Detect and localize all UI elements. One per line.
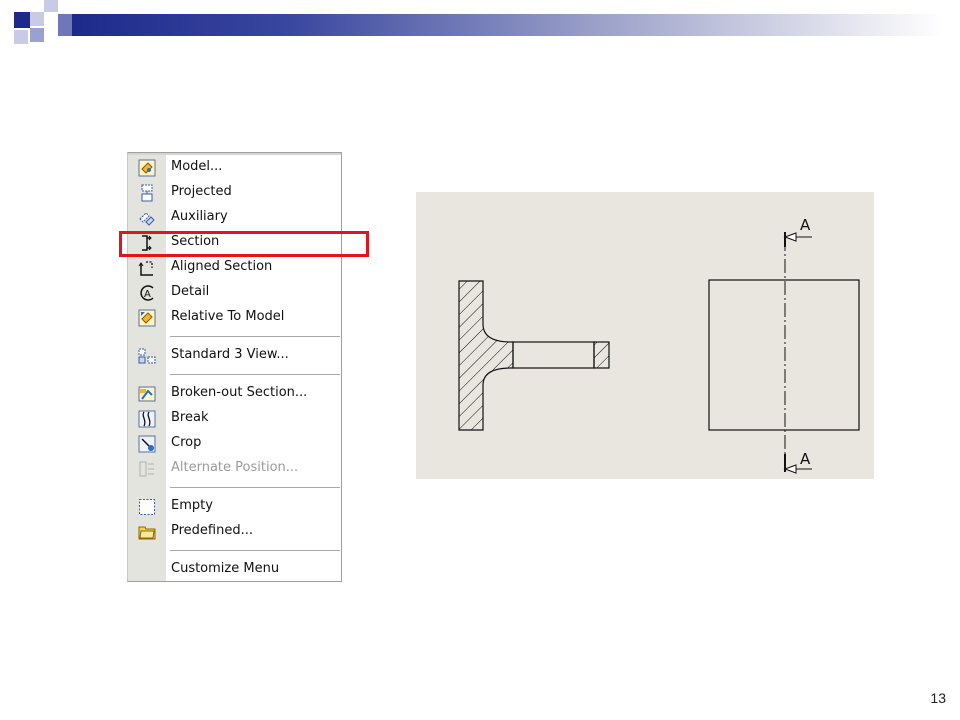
- menu-top-edge: [128, 153, 341, 155]
- menu-separator: [170, 550, 340, 554]
- section-view-drawing: A A: [416, 192, 874, 479]
- header-square-mid: [30, 28, 44, 42]
- menu-item-label: Section: [171, 234, 220, 249]
- header-square-light: [14, 30, 28, 44]
- menu-item-label: Detail: [171, 284, 210, 299]
- menu-item-label: Break: [171, 410, 209, 425]
- menu-item-standard-3-view[interactable]: Standard 3 View...: [128, 343, 341, 368]
- standard-3-view-icon: [138, 348, 156, 364]
- broken-out-section-icon: [138, 386, 156, 402]
- header-square-dark: [14, 12, 30, 28]
- aligned-section-icon: [138, 261, 153, 276]
- header-square-mid: [58, 14, 72, 36]
- menu-item-label: Projected: [171, 184, 232, 199]
- section-arrow-top: [783, 232, 812, 242]
- menu-item-label: Predefined...: [171, 523, 253, 538]
- auxiliary-view-icon: [139, 212, 155, 226]
- menu-item-label: Broken-out Section...: [171, 385, 308, 400]
- menu-item-label: Model...: [171, 159, 223, 174]
- menu-item-label: Customize Menu: [171, 561, 280, 576]
- empty-view-icon: [139, 499, 155, 515]
- menu-item-broken-out-section[interactable]: Broken-out Section...: [128, 381, 341, 406]
- relative-to-model-icon: [138, 309, 156, 327]
- menu-item-empty[interactable]: Empty: [128, 494, 341, 519]
- t-section-profile: [458, 280, 610, 431]
- section-label-bottom: A: [800, 450, 811, 468]
- menu-item-customize-menu[interactable]: Customize Menu: [128, 557, 341, 582]
- section-view-icon: [142, 235, 152, 251]
- menu-item-label: Alternate Position...: [171, 460, 299, 475]
- insert-view-context-menu: Model... Projected Auxiliary Section: [127, 152, 342, 582]
- menu-item-label: Aligned Section: [171, 259, 273, 274]
- menu-separator: [170, 336, 340, 340]
- crop-icon: [138, 435, 156, 453]
- menu-item-detail[interactable]: A Detail: [128, 280, 341, 305]
- detail-view-icon: A: [140, 285, 154, 301]
- menu-item-label: Relative To Model: [171, 309, 285, 324]
- menu-item-label: Empty: [171, 498, 213, 513]
- menu-item-predefined[interactable]: Predefined...: [128, 519, 341, 544]
- projected-view-icon: [141, 184, 153, 202]
- break-icon: [138, 410, 156, 428]
- menu-item-aligned-section[interactable]: Aligned Section: [128, 255, 341, 280]
- header-band: [72, 14, 944, 36]
- model-view-icon: [138, 159, 156, 177]
- menu-item-break[interactable]: Break: [128, 406, 341, 431]
- section-arrow-bottom: [783, 464, 812, 474]
- menu-item-label: Auxiliary: [171, 209, 228, 224]
- menu-item-relative-to-model[interactable]: Relative To Model: [128, 305, 341, 330]
- predefined-view-icon: [138, 526, 156, 540]
- section-highlight-box: [119, 231, 369, 257]
- svg-text:A: A: [144, 289, 151, 300]
- alternate-position-icon: [139, 461, 154, 477]
- menu-item-label: Standard 3 View...: [171, 347, 289, 362]
- menu-item-crop[interactable]: Crop: [128, 431, 341, 456]
- menu-item-projected[interactable]: Projected: [128, 180, 341, 205]
- drawing-canvas: A A: [458, 216, 860, 474]
- header-square-light: [44, 0, 58, 12]
- page-number: 13: [930, 690, 946, 706]
- menu-item-model[interactable]: Model...: [128, 155, 341, 180]
- menu-separator: [170, 374, 340, 378]
- menu-item-auxiliary[interactable]: Auxiliary: [128, 205, 341, 230]
- menu-item-label: Crop: [171, 435, 202, 450]
- front-view-square: [708, 279, 860, 431]
- header-square-light: [30, 12, 44, 26]
- section-label-top: A: [800, 216, 811, 234]
- menu-separator: [170, 487, 340, 491]
- menu-item-section[interactable]: Section: [128, 230, 341, 255]
- menu-item-alternate-position[interactable]: Alternate Position...: [128, 456, 341, 481]
